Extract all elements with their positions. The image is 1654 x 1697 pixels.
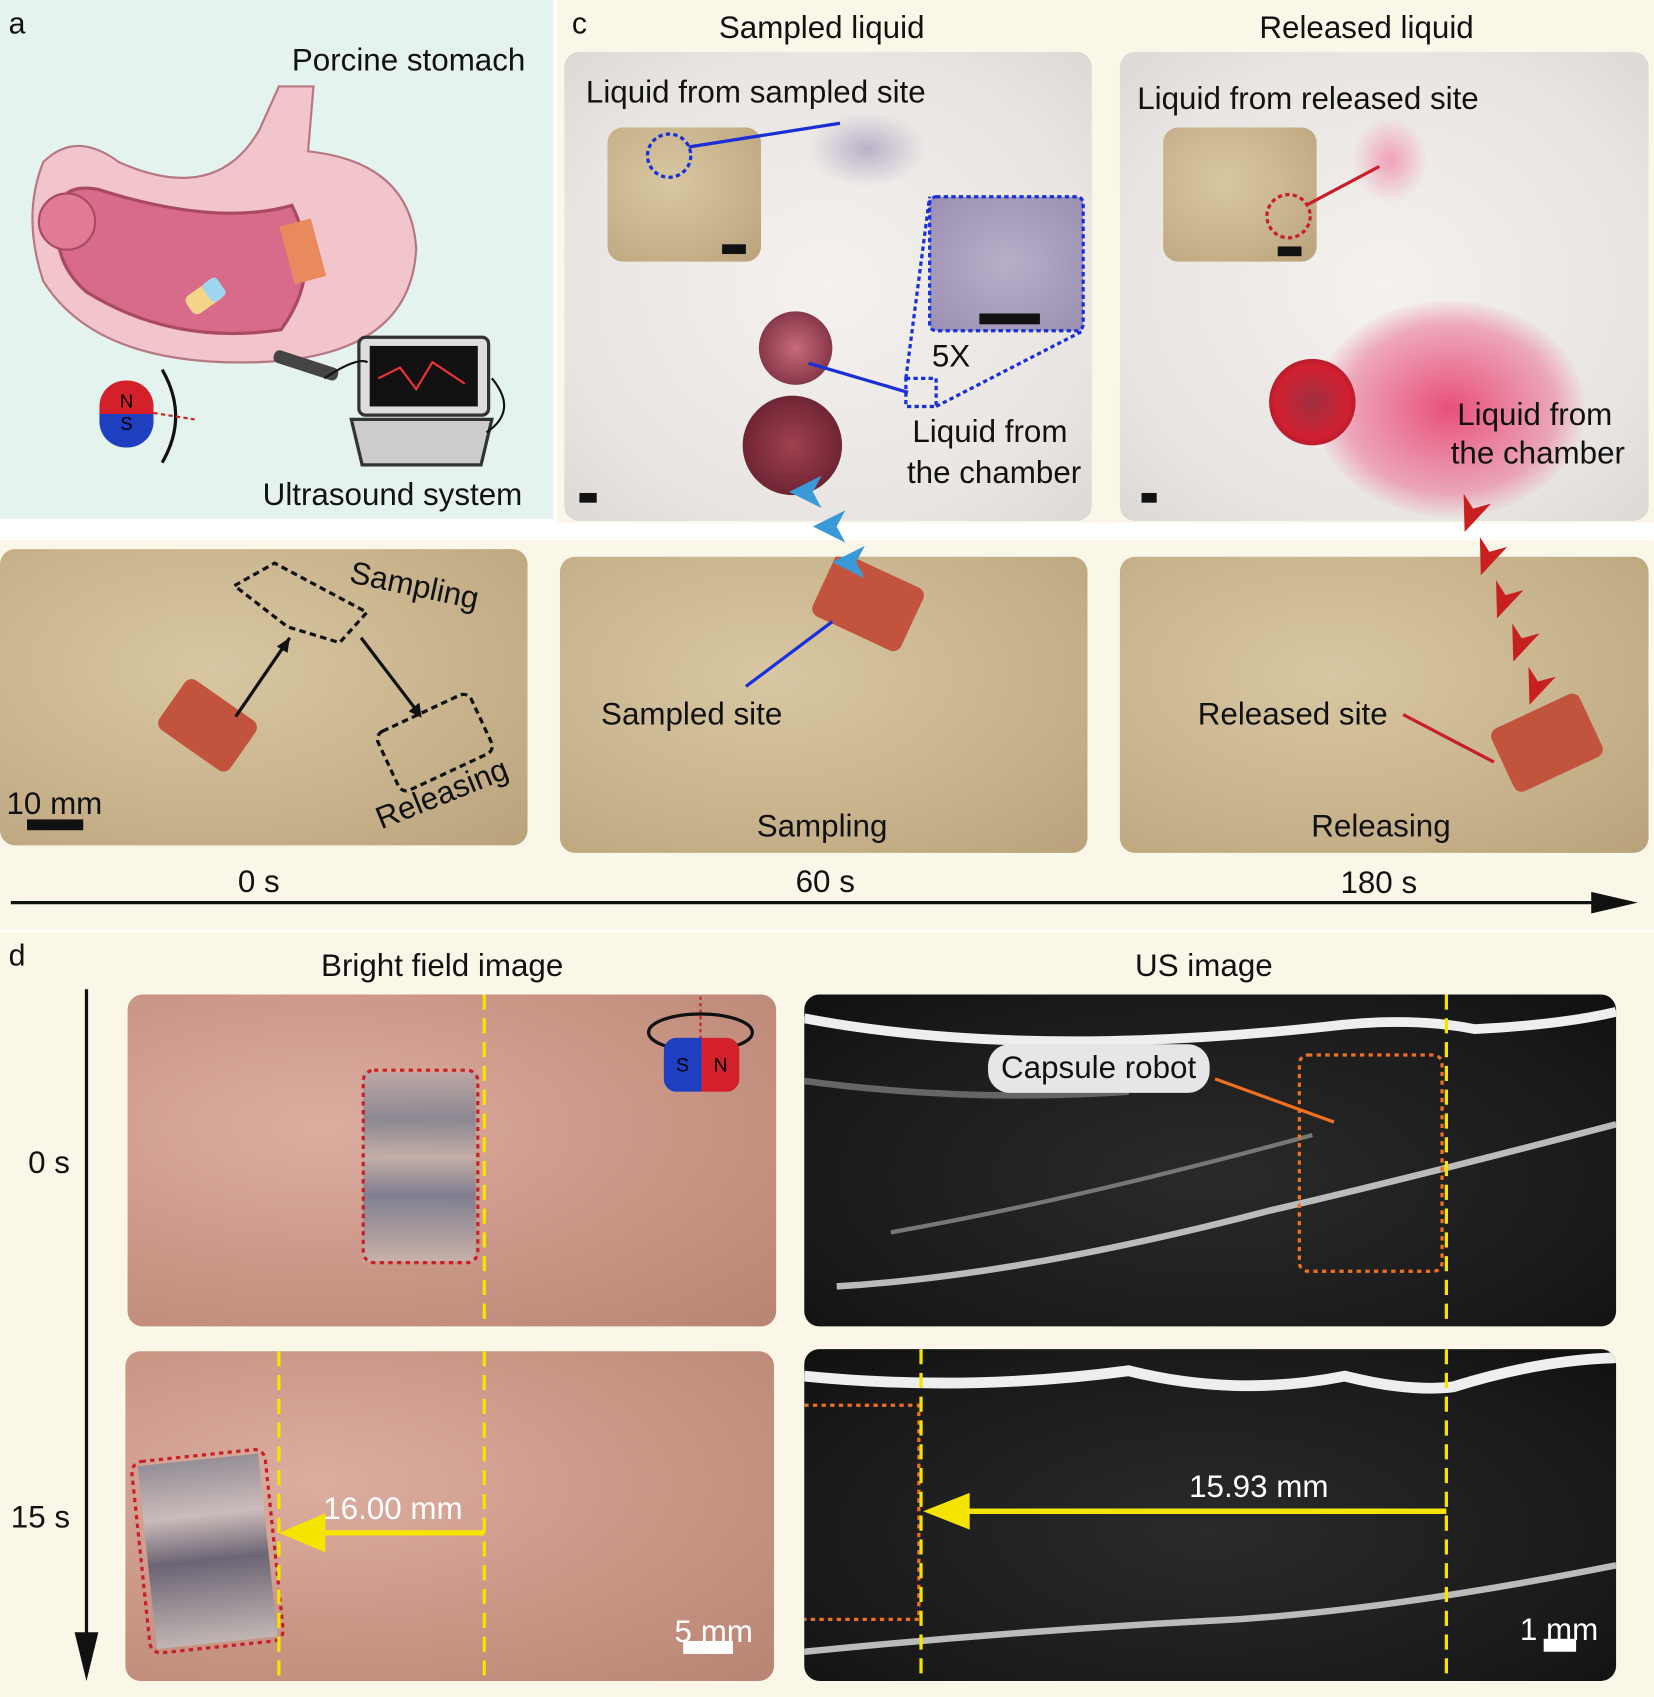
frame-0s-photo: Sampling Releasing 10 mm <box>0 549 528 846</box>
stomach-label: Porcine stomach <box>291 43 526 78</box>
time-axis-arrow <box>74 989 99 1681</box>
sampling-caption: Sampling <box>756 809 888 845</box>
chamber-liquid-label-line1: Liquid from <box>912 415 1068 450</box>
ultrasound-system-label: Ultrasound system <box>262 477 523 513</box>
blue-chevron-icons <box>789 475 865 579</box>
us-scale-bar-label: 1 mm <box>1519 1612 1599 1648</box>
time-15s-label: 15 s <box>10 1500 71 1536</box>
sampled-site-label: Sampled site <box>601 697 783 732</box>
bright-field-0s: S N <box>127 994 777 1327</box>
zoom-factor-label: 5X <box>931 339 971 375</box>
magnet-north: N <box>99 380 154 415</box>
magnet-south: S <box>663 1037 702 1092</box>
panel-d-label: d <box>8 938 26 972</box>
panel-a: a Porcine stomach N S Ultrasound system <box>0 0 554 519</box>
time-0s-label: 0 s <box>28 1145 70 1181</box>
chamber-liquid-label-line1: Liquid from <box>1457 397 1613 433</box>
bright-field-title: Bright field image <box>321 949 564 984</box>
sampled-liquid-title: Sampled liquid <box>718 10 925 46</box>
released-liquid-photo: Liquid from released site Liquid from th… <box>1119 51 1649 522</box>
frame-180s-photo: Released site Releasing <box>1119 556 1649 853</box>
bright-field-15s: 16.00 mm 5 mm <box>125 1351 774 1681</box>
timeline-arrow <box>10 891 1638 914</box>
released-site-label: Released site <box>1197 697 1388 732</box>
bf-scale-bar-label: 5 mm <box>674 1615 753 1650</box>
timeline-tick-180s: 180 s <box>1340 865 1418 901</box>
timeline-tick-60s: 60 s <box>795 864 855 900</box>
sampled-site-liquid-label: Liquid from sampled site <box>585 75 926 111</box>
capsule-bottom <box>742 395 843 496</box>
panel-c-label: c <box>571 6 587 40</box>
sampled-liquid-photo: Liquid from sampled site 5X Liquid from … <box>564 51 1092 522</box>
us-distance-label: 15.93 mm <box>1189 1470 1329 1505</box>
timeline-tick-0s: 0 s <box>237 864 280 900</box>
us-image-15s: 15.93 mm 1 mm <box>804 1349 1617 1681</box>
chamber-liquid-label-line2: the chamber <box>1450 436 1625 472</box>
transfer-chevrons <box>789 475 1556 705</box>
us-image-0s: Capsule robot <box>804 994 1617 1327</box>
stomach-illustration <box>31 85 506 467</box>
zoom-inset <box>929 196 1084 331</box>
us-image-title: US image <box>1135 949 1273 984</box>
capsule <box>1269 358 1356 446</box>
rotation-arrow-icon <box>153 368 195 464</box>
sampled-site-inset <box>607 127 762 262</box>
capsule-top <box>758 311 833 385</box>
panel-a-label: a <box>8 6 26 40</box>
bf-distance-label: 16.00 mm <box>323 1491 463 1527</box>
released-site-liquid-label: Liquid from released site <box>1137 82 1479 117</box>
capsule-robot-callout: Capsule robot <box>988 1044 1210 1093</box>
magnet-north: N <box>701 1037 740 1092</box>
magnet-icon: S N <box>663 1037 740 1092</box>
scale-bar-label: 10 mm <box>6 786 103 822</box>
released-liquid-title: Released liquid <box>1259 10 1474 46</box>
releasing-caption: Releasing <box>1311 809 1451 845</box>
red-chevron-icons <box>1463 493 1556 705</box>
frame-60s-photo: Sampled site Sampling <box>559 556 1088 853</box>
magnet-icon: N S <box>99 380 154 448</box>
chamber-liquid-label-line2: the chamber <box>906 456 1082 491</box>
